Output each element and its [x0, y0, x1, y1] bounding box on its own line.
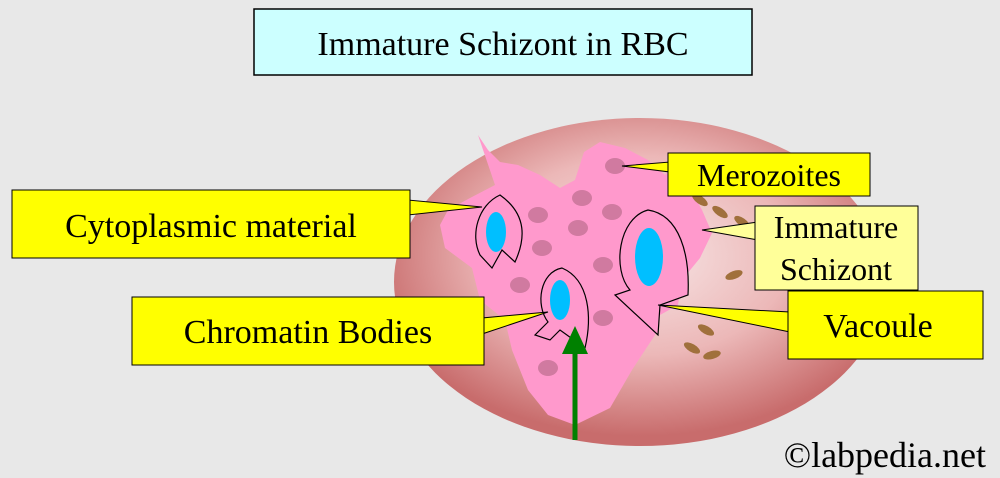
pigment-granule [692, 193, 708, 207]
diagram-title: Immature Schizont in RBC [317, 26, 688, 63]
merozoite-dot [593, 310, 613, 326]
label-vacoule: Vacoule [823, 308, 933, 345]
label-merozoites: Merozoites [697, 157, 841, 193]
label-immature-line1: Immature [774, 209, 898, 245]
credit-watermark: ©labpedia.net [784, 435, 986, 475]
label-immature-line2: Schizont [780, 251, 892, 287]
chromatin-body [550, 280, 570, 320]
merozoite-dot [510, 277, 530, 293]
pigment-granule [683, 342, 701, 354]
callout-vacoule: Vacoule [657, 290, 984, 360]
merozoite-dot [605, 158, 625, 174]
merozoite-dot [593, 257, 613, 273]
callout-cytoplasmic-material: Cytoplasmic material [11, 189, 483, 259]
vacuole-right [613, 209, 689, 337]
title-box: Immature Schizont in RBC [253, 8, 753, 76]
pigment-granule [712, 205, 728, 219]
callout-chromatin-bodies: Chromatin Bodies [131, 296, 549, 366]
chromatin-body [486, 212, 506, 252]
merozoite-dot [532, 240, 552, 256]
callout-immature-schizont: Immature Schizont [701, 205, 919, 291]
pigment-granule [697, 324, 715, 336]
callout-merozoites: Merozoites [621, 152, 871, 197]
merozoite-dots [510, 158, 625, 376]
merozoite-dot [602, 204, 622, 220]
merozoite-dot [568, 220, 588, 236]
label-chromatin-bodies: Chromatin Bodies [184, 314, 432, 351]
merozoite-dot [538, 360, 558, 376]
merozoite-dot [528, 207, 548, 223]
green-arrow [562, 326, 588, 440]
vacuole-left [475, 194, 523, 270]
merozoite-dot [572, 190, 592, 206]
pigment-granule [725, 270, 743, 280]
pigment-granule [703, 350, 721, 360]
chromatin-body [635, 228, 663, 286]
label-cytoplasmic-material: Cytoplasmic material [65, 208, 357, 245]
